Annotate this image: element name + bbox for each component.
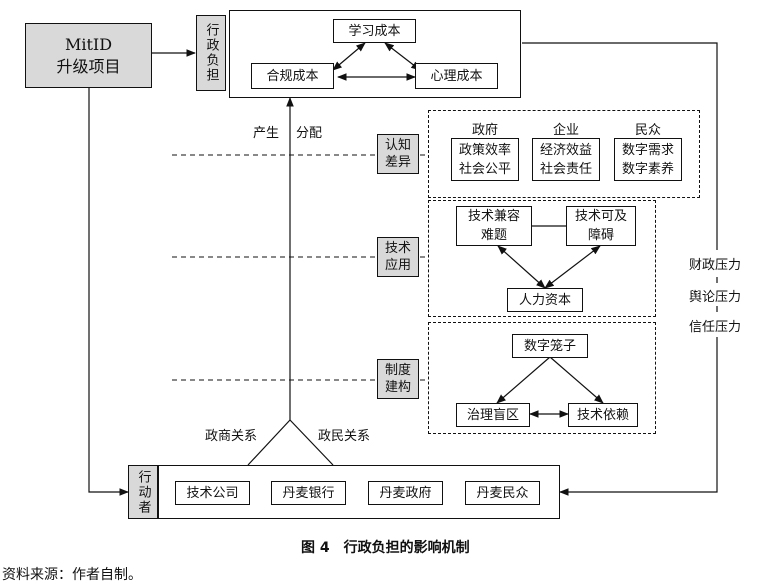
social-equity: 社会公平: [458, 161, 511, 177]
cognitive-difference-text: 认知差异: [384, 138, 411, 170]
mitid-upgrade-label: 升级项目: [56, 56, 121, 76]
mitid-upgrade-box: MitID 升级项目: [25, 23, 152, 88]
tech-compatibility-line2: 难题: [480, 228, 507, 243]
distribute-label: 分配: [296, 126, 323, 141]
government-header: 政府: [471, 123, 498, 138]
tech-accessibility-line2: 障碍: [587, 228, 614, 243]
psychological-cost-box: 心理成本: [415, 63, 498, 89]
danish-people-box: 丹麦民众: [465, 481, 540, 505]
tech-company-box: 技术公司: [175, 481, 250, 505]
digital-demand: 数字需求: [621, 142, 674, 158]
tech-accessibility-line1: 技术可及: [574, 209, 627, 224]
admin-burden-label: 行政负担: [196, 15, 226, 91]
admin-burden-container: [229, 10, 521, 98]
tech-group: [428, 200, 656, 317]
citizens-box: 数字需求 数字素养: [614, 138, 682, 181]
danish-government-box: 丹麦政府: [368, 481, 443, 505]
actors-label: 行动者: [128, 465, 158, 519]
figure-caption: 图 4 行政负担的影响机制: [301, 540, 470, 556]
mitid-label: MitID: [64, 34, 113, 54]
cognitive-difference-label: 认知差异: [377, 134, 419, 174]
digital-literacy: 数字素养: [621, 161, 674, 177]
tech-compatibility-line1: 技术兼容: [467, 209, 520, 224]
social-responsibility: 社会责任: [539, 161, 592, 177]
gov-citizen-relation-label: 政民关系: [318, 429, 371, 444]
tech-compatibility-box: 技术兼容 难题: [456, 206, 532, 246]
institutional-construction-label: 制度建构: [377, 359, 419, 399]
institutional-construction-text: 制度建构: [384, 363, 411, 395]
human-capital-box: 人力资本: [507, 288, 583, 312]
trust-pressure-label: 信任压力: [689, 320, 742, 335]
public-opinion-pressure-label: 舆论压力: [689, 290, 742, 305]
government-box: 政策效率 社会公平: [451, 138, 519, 181]
source-note: 资料来源：作者自制。: [2, 567, 142, 583]
governance-blind-spot-box: 治理盲区: [456, 403, 530, 427]
policy-efficiency: 政策效率: [458, 142, 511, 158]
economic-benefit: 经济效益: [539, 142, 592, 158]
enterprise-header: 企业: [552, 123, 579, 138]
digital-cage-box: 数字笼子: [512, 334, 588, 358]
actors-container: [158, 465, 560, 519]
tech-application-text: 技术应用: [384, 241, 411, 273]
gov-business-relation-label: 政商关系: [205, 429, 258, 444]
enterprise-box: 经济效益 社会责任: [532, 138, 600, 181]
tech-accessibility-box: 技术可及 障碍: [566, 206, 636, 246]
fiscal-pressure-label: 财政压力: [689, 258, 742, 273]
cognitive-group: [428, 110, 700, 198]
learning-cost-box: 学习成本: [333, 19, 416, 43]
compliance-cost-box: 合规成本: [251, 63, 334, 89]
tech-application-label: 技术应用: [377, 237, 419, 277]
danske-bank-box: 丹麦银行: [271, 481, 346, 505]
tech-dependence-box: 技术依赖: [568, 403, 638, 427]
institution-group: [428, 322, 656, 434]
citizens-header: 民众: [634, 123, 661, 138]
produce-label: 产生: [253, 126, 280, 141]
